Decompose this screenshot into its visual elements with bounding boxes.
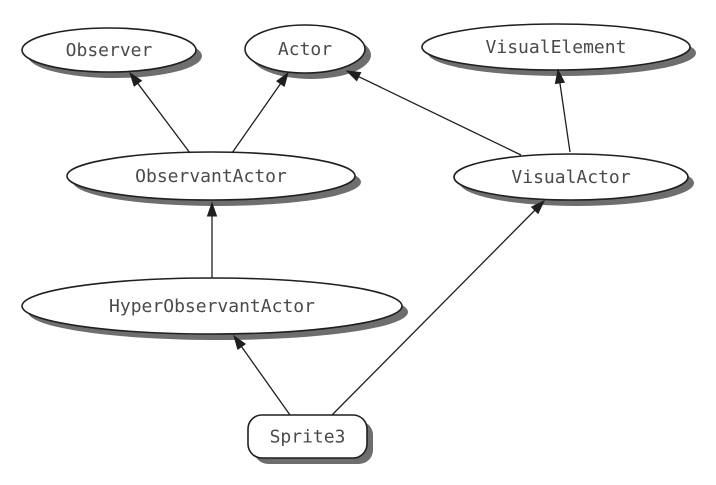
edge-sprite3-to-visual-actor [331, 206, 539, 416]
edge-observant-actor-to-actor [231, 80, 284, 154]
node-observer [21, 27, 197, 73]
edge-sprite3-to-visual-actor-arrowhead [530, 199, 546, 215]
edge-sprite3-to-hyper-observant-actor-arrowhead [233, 334, 247, 351]
node-observant-actor [66, 151, 356, 201]
node-hyper-observant-actor-label: HyperObservantActor [109, 296, 315, 317]
node-sprite3 [247, 414, 368, 459]
edge-visual-actor-to-actor [354, 74, 522, 156]
node-observant-actor-label: ObservantActor [135, 166, 287, 187]
edge-hyper-observant-actor-to-observant-actor-arrowhead [206, 201, 218, 217]
node-visual-actor-label: VisualActor [511, 167, 630, 188]
node-observer-label: Observer [66, 40, 153, 61]
node-visual-element-label: VisualElement [486, 37, 627, 58]
node-sprite3-label: Sprite3 [270, 427, 346, 448]
edge-sprite3-to-hyper-observant-actor [238, 342, 291, 416]
edge-visual-actor-to-visual-element-arrowhead [554, 68, 566, 85]
edge-observant-actor-to-observer [134, 79, 191, 154]
edge-observant-actor-to-actor-arrowhead [275, 71, 289, 88]
node-visual-actor [453, 153, 689, 201]
node-actor-label: Actor [278, 39, 332, 60]
edge-observant-actor-to-observer-arrowhead [129, 71, 143, 87]
node-visual-element [421, 23, 691, 71]
edge-visual-actor-to-visual-element [558, 78, 571, 153]
edge-visual-actor-to-actor-arrowhead [345, 70, 362, 82]
node-actor [244, 24, 366, 74]
